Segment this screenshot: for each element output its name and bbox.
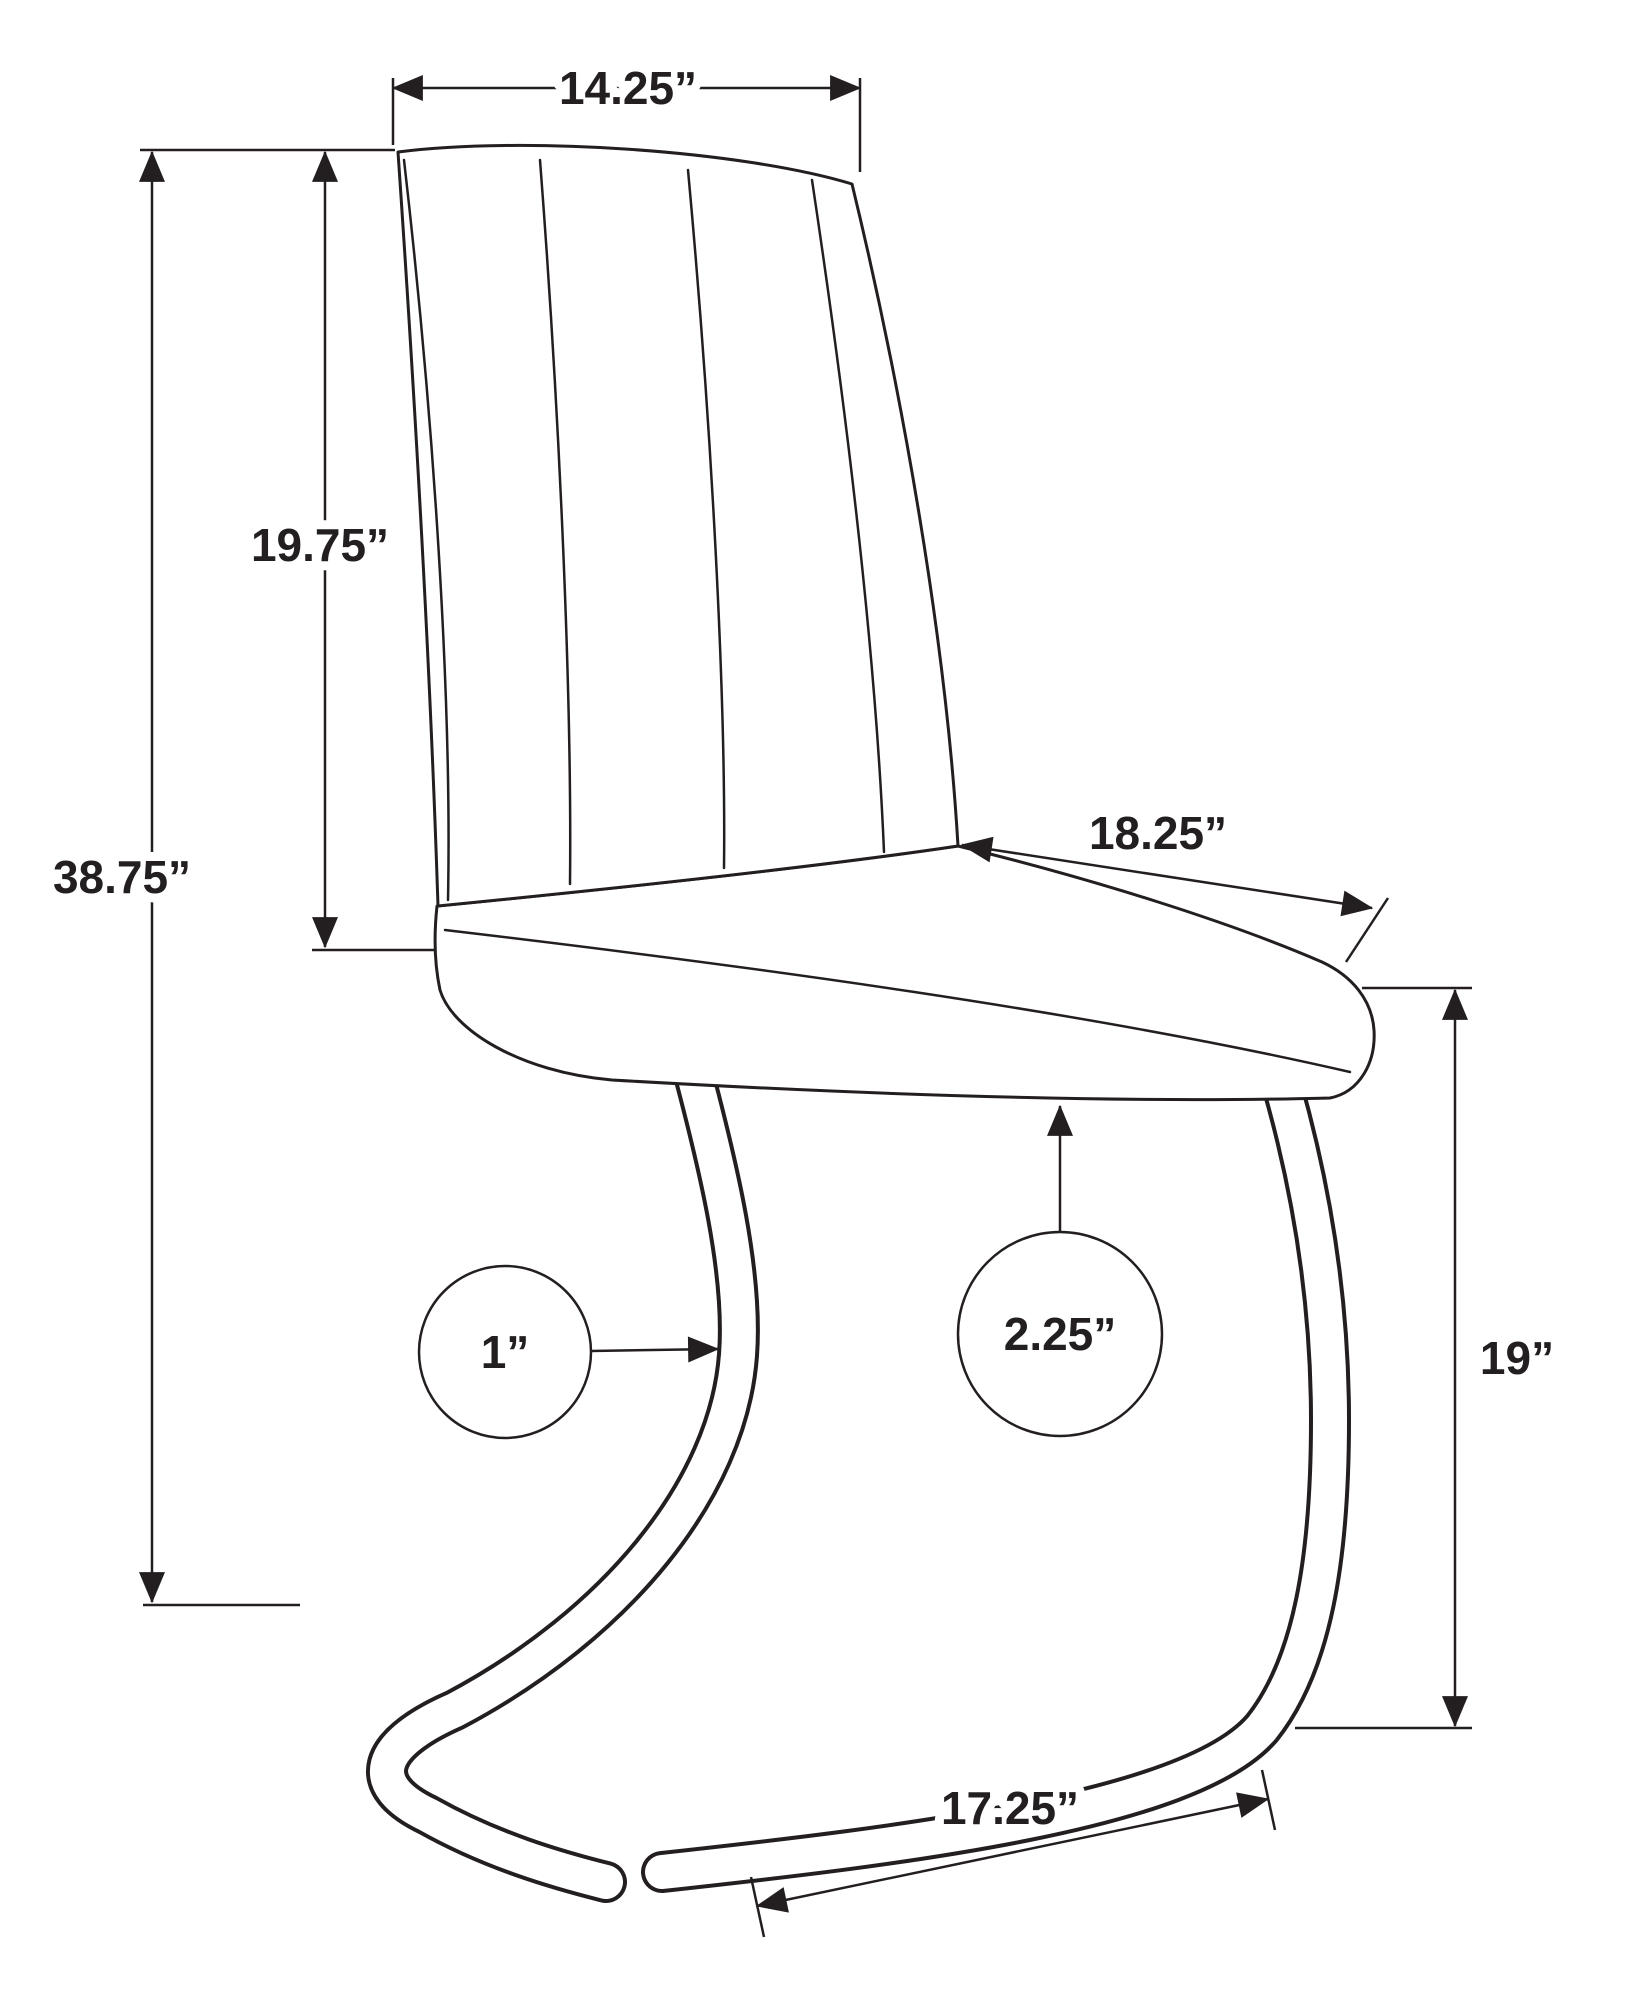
dimension-label-back-height: 19.75” — [251, 519, 389, 571]
dimension-top-width: 14.25” — [391, 53, 862, 172]
dimension-label-tube-diameter: 1” — [481, 1326, 530, 1378]
callout-circle — [417, 1264, 593, 1440]
right-leg-tube-fill — [645, 1068, 1347, 1889]
dimension-label-seat-depth: 18.25” — [1089, 807, 1227, 859]
extension-line — [1344, 897, 1390, 963]
dimension-label-total-height: 38.75” — [53, 851, 191, 903]
backrest-seam-2 — [686, 168, 726, 870]
left-leg-tube-outline — [366, 1024, 760, 1903]
dimension-seat-depth: 18.25” — [960, 798, 1390, 963]
backrest-side-edge-line — [402, 158, 450, 902]
dimension-label-seat-thickness: 2.25” — [1004, 1308, 1117, 1360]
callout-tube-diameter: 1” — [417, 1264, 720, 1440]
dimension-label-seat-height: 19” — [1480, 1332, 1554, 1384]
backrest — [396, 143, 960, 908]
dimension-line — [755, 1792, 1270, 1913]
dimension-total-height: 38.75” — [44, 148, 395, 1607]
dimension-base-depth: 17.25” — [749, 1769, 1277, 1938]
left-leg-tube-fill — [370, 1028, 756, 1899]
dimension-seat-height: 19” — [1295, 986, 1563, 1730]
right-leg-tube — [641, 1064, 1351, 1893]
backrest-seam-1 — [538, 158, 572, 886]
dimension-back-height: 19.75” — [242, 150, 436, 952]
backrest-outline — [396, 143, 960, 908]
seat-edge-line — [443, 928, 1352, 1074]
dimension-label-top-width: 14.25” — [559, 62, 697, 114]
left-leg-tube — [366, 1024, 760, 1903]
chair-drawing — [366, 143, 1376, 1903]
leader-line — [590, 1336, 720, 1363]
dimension-line — [960, 836, 1374, 917]
backrest-seam-3 — [810, 178, 886, 854]
callout-seat-thickness: 2.25” — [956, 1104, 1164, 1438]
dimension-label-base-depth: 17.25” — [941, 1782, 1079, 1834]
